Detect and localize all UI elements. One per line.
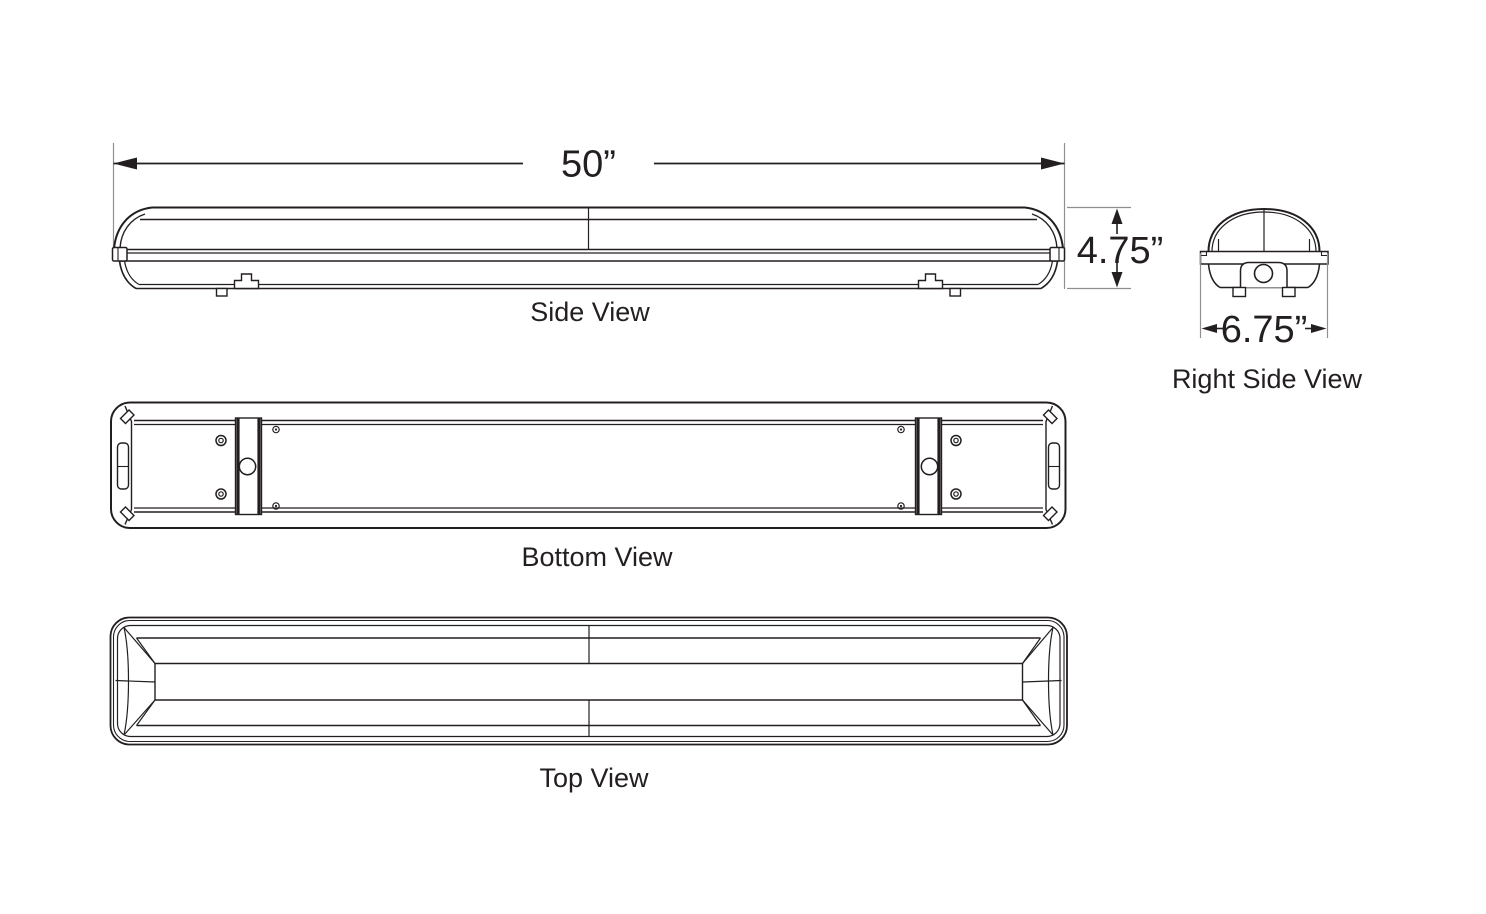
top-view-drawing — [109, 616, 1068, 746]
width-dimension: 6.75” — [1199, 253, 1329, 351]
mounting-bracket-right — [914, 417, 943, 516]
arrowhead-right-icon — [1311, 324, 1327, 333]
foot-right — [1281, 286, 1296, 298]
height-dimension: 4.75” — [1067, 206, 1164, 290]
height-dimension-text: 4.75” — [1077, 230, 1164, 272]
mounting-clip-left — [233, 273, 260, 290]
endcap-tab-right — [1047, 442, 1061, 490]
side-view-label: Side View — [530, 297, 650, 327]
top-view-label: Top View — [539, 763, 649, 793]
bottom-tab-left — [215, 287, 228, 297]
bottom-view-label: Bottom View — [521, 542, 673, 572]
bottom-tab-right — [949, 287, 962, 297]
endcap-tab-left — [116, 442, 130, 490]
width-dimension-text: 6.75” — [1221, 309, 1308, 351]
length-dimension: 50” — [112, 143, 1066, 289]
length-dimension-text: 50” — [561, 144, 616, 186]
cable-gland-hole — [1253, 263, 1274, 284]
right-side-view-label: Right Side View — [1172, 364, 1363, 394]
arrowhead-down-icon — [1111, 272, 1123, 288]
foot-left — [1232, 286, 1247, 298]
end-latch-right — [1049, 246, 1066, 262]
arrowhead-left-icon — [113, 157, 137, 170]
mounting-clip-right — [917, 273, 944, 290]
arrowhead-up-icon — [1111, 208, 1123, 224]
arrowhead-right-icon — [1041, 157, 1065, 170]
corner-mark — [119, 506, 135, 522]
bracket-hole — [920, 457, 939, 476]
bracket-hole — [238, 457, 257, 476]
corner-mark — [1042, 506, 1058, 522]
corner-mark — [119, 409, 135, 425]
arrowhead-left-icon — [1201, 324, 1217, 333]
mounting-bracket-left — [234, 417, 263, 516]
side-view-drawing — [111, 206, 1066, 297]
view-labels: Side View Bottom View Top View Right Sid… — [521, 297, 1362, 793]
right-side-view-drawing — [1199, 207, 1329, 298]
bottom-view-drawing — [110, 401, 1067, 529]
cable-gland-cutout — [1239, 261, 1288, 288]
corner-mark — [1042, 409, 1058, 425]
end-latch-left — [111, 246, 128, 262]
screws — [215, 425, 962, 510]
